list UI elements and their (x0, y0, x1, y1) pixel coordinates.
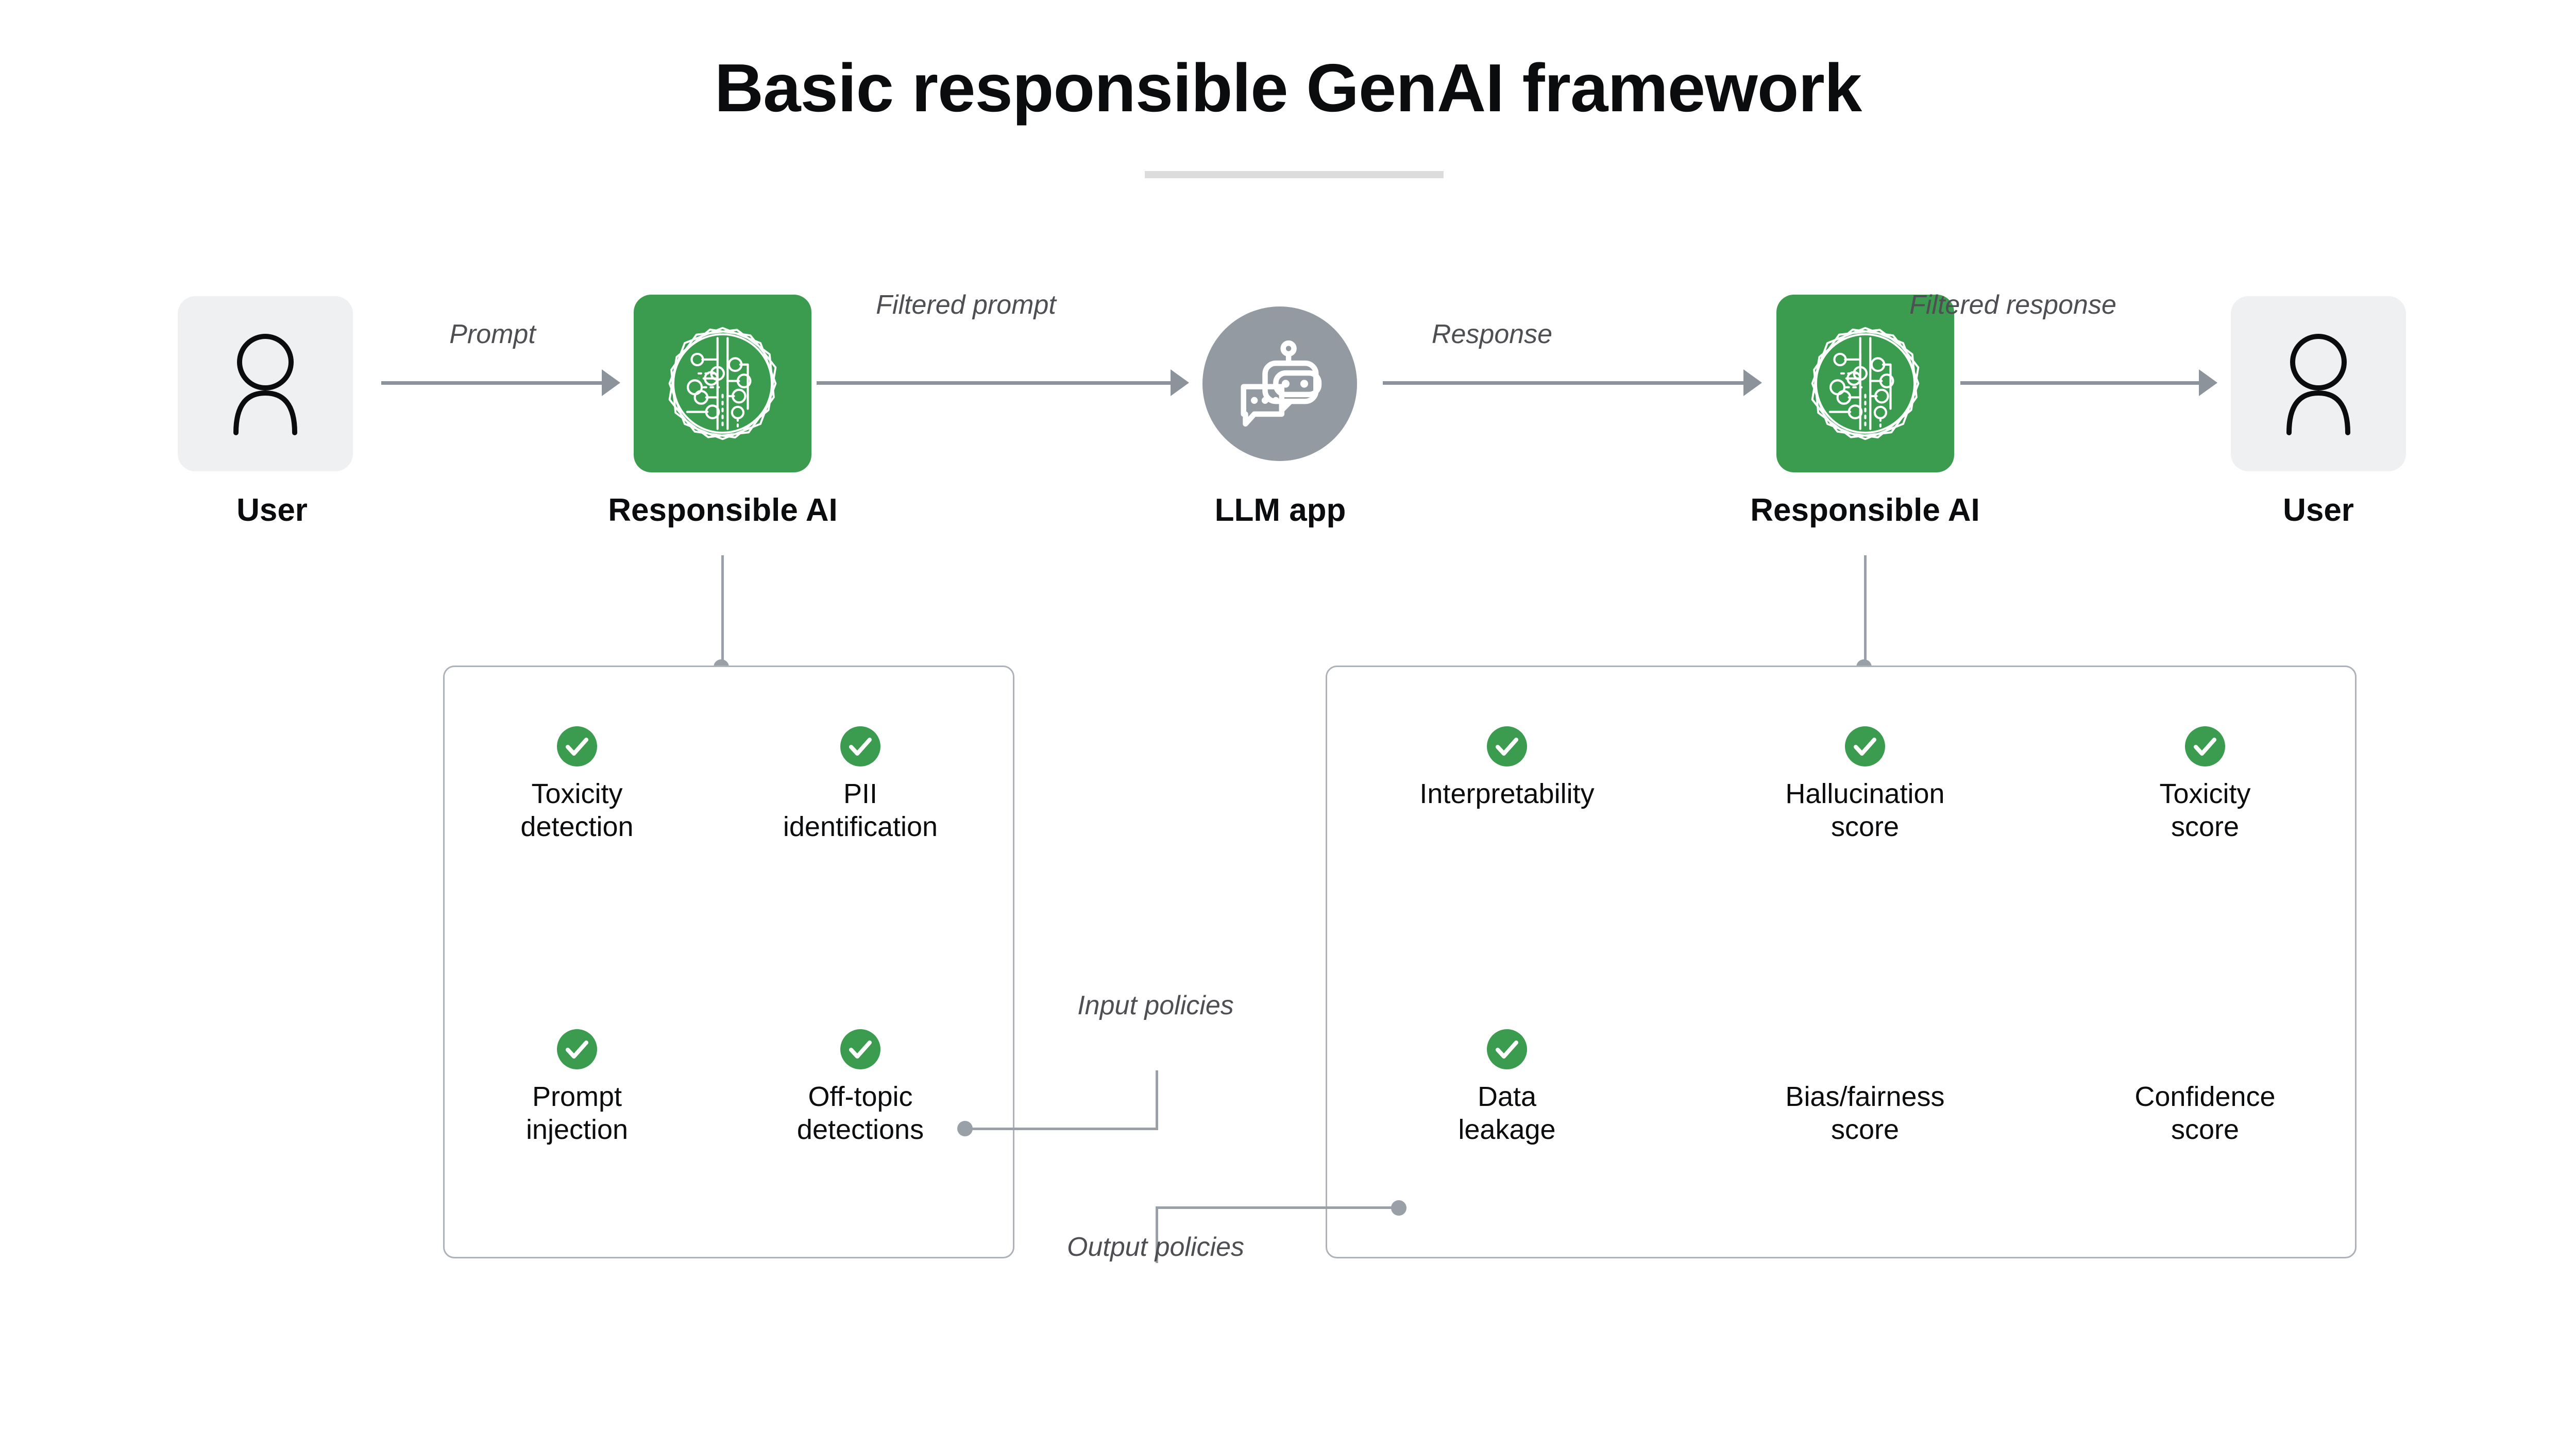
check-icon (1487, 726, 1527, 766)
check-icon (1487, 1029, 1527, 1069)
check-placeholder (2185, 1029, 2225, 1069)
node-label-rai-input: Responsible AI (608, 492, 838, 528)
connector-rai-output-to-panel (1864, 555, 1867, 666)
node-user-left (178, 296, 353, 471)
policy-label: Off-topic detections (796, 1081, 924, 1145)
person-icon (2286, 334, 2350, 435)
policy-label: Toxicity detection (520, 778, 634, 842)
connector-output-policies-h (1156, 1206, 1398, 1209)
node-rai-output (1776, 295, 1954, 472)
policy-label: Confidence score (2134, 1081, 2276, 1145)
policy-label: Interpretability (1419, 778, 1595, 809)
ai-brain-circuit-icon (1811, 327, 1920, 440)
policy-item-toxicity-score[interactable]: Toxicity score (2092, 726, 2318, 843)
policy-item-pii-identification[interactable]: PII identification (747, 726, 974, 843)
arrow-prompt-head (602, 369, 620, 396)
policy-label: Hallucination score (1785, 778, 1945, 842)
node-llm-app (1202, 306, 1357, 461)
policy-item-prompt-injection[interactable]: Prompt injection (464, 1029, 690, 1146)
policy-label: Prompt injection (526, 1081, 629, 1145)
policy-label: Data leakage (1458, 1081, 1556, 1145)
check-icon (1845, 726, 1885, 766)
check-icon (840, 726, 880, 766)
edge-label-prompt: Prompt (449, 319, 536, 349)
label-output-policies: Output policies (1067, 1232, 1244, 1262)
check-icon (2185, 726, 2225, 766)
check-icon (840, 1029, 880, 1069)
node-label-rai-output: Responsible AI (1750, 492, 1980, 528)
page-title: Basic responsible GenAI framework (714, 50, 1862, 126)
policy-label: PII identification (783, 778, 938, 842)
node-label-user-right: User (2283, 492, 2354, 528)
connector-input-policies-h (965, 1128, 1158, 1130)
input-policies-panel (443, 666, 1014, 1258)
arrow-response-head (1743, 369, 1762, 396)
arrow-prompt-line (381, 381, 603, 385)
arrow-response-line (1383, 381, 1744, 385)
check-icon (557, 1029, 597, 1069)
policy-item-bias-fairness-score[interactable]: Bias/fairness score (1752, 1029, 1978, 1146)
connector-output-policies-v (1156, 1206, 1158, 1263)
policy-item-off-topic-detections[interactable]: Off-topic detections (747, 1029, 974, 1146)
node-user-right (2231, 296, 2406, 471)
connector-dot-output-policies (1391, 1200, 1406, 1216)
title-divider (1145, 171, 1444, 178)
connector-rai-input-to-panel (721, 555, 724, 666)
node-rai-input (634, 295, 811, 472)
arrow-filtered-response-line (1960, 381, 2200, 385)
label-input-policies: Input policies (1077, 991, 1234, 1020)
ai-brain-circuit-icon (668, 327, 777, 440)
check-icon (557, 726, 597, 766)
policy-label: Bias/fairness score (1785, 1081, 1945, 1145)
edge-label-filtered-response: Filtered response (1909, 290, 2116, 320)
policy-item-confidence-score[interactable]: Confidence score (2092, 1029, 2318, 1146)
policy-item-toxicity-detection[interactable]: Toxicity detection (464, 726, 690, 843)
arrow-filtered-prompt-head (1171, 369, 1189, 396)
node-label-user-left: User (236, 492, 308, 528)
check-placeholder (1845, 1029, 1885, 1069)
arrow-filtered-response-head (2199, 369, 2217, 396)
arrow-filtered-prompt-line (817, 381, 1172, 385)
policy-item-interpretability[interactable]: Interpretability (1394, 726, 1620, 811)
edge-label-response: Response (1431, 319, 1553, 349)
chatbot-icon (1241, 340, 1322, 427)
node-label-llm-app: LLM app (1214, 492, 1346, 528)
edge-label-filtered-prompt: Filtered prompt (876, 290, 1056, 320)
person-icon (233, 334, 297, 435)
connector-input-policies-v (1156, 1070, 1158, 1129)
policy-item-hallucination-score[interactable]: Hallucination score (1752, 726, 1978, 843)
policy-item-data-leakage[interactable]: Data leakage (1394, 1029, 1620, 1146)
policy-label: Toxicity score (2159, 778, 2251, 842)
